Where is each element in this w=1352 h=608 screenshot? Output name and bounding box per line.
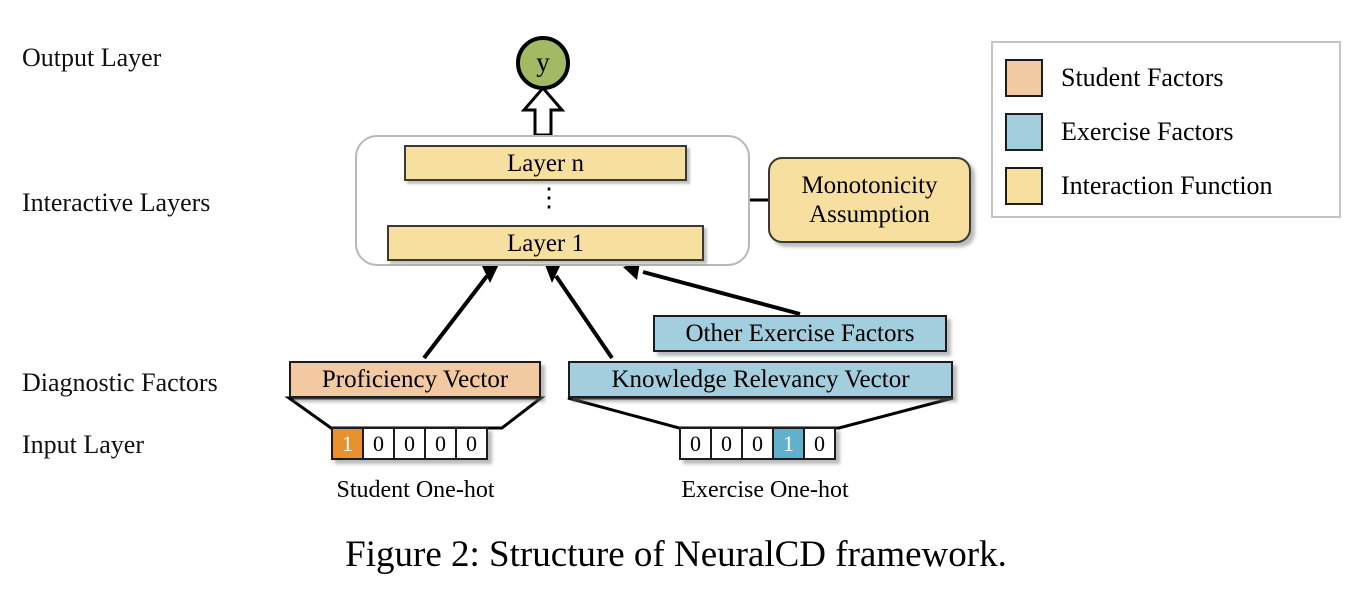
proficiency-vector-label: Proficiency Vector xyxy=(321,366,509,393)
onehot-cell: 0 xyxy=(362,427,395,460)
layer-n-label: Layer n xyxy=(506,149,585,177)
knowledge-relevancy-vector-label: Knowledge Relevancy Vector xyxy=(611,366,910,393)
exercise-onehot-caption: Exercise One-hot xyxy=(681,477,849,503)
monotonicity-line-2: Assumption xyxy=(809,201,930,228)
student-onehot-vector: 1 0 0 0 0 xyxy=(331,427,488,460)
legend-item-student-factors: Student Factors xyxy=(1005,51,1339,105)
row-label-input-layer: Input Layer xyxy=(22,430,145,459)
row-label-interactive-layers: Interactive Layers xyxy=(22,188,211,217)
legend-swatch-interaction-function xyxy=(1005,167,1043,205)
knowledge-relevancy-vector-box: Knowledge Relevancy Vector xyxy=(568,361,953,398)
layers-vertical-ellipsis: ⋮ xyxy=(536,183,562,212)
onehot-cell: 0 xyxy=(424,427,457,460)
onehot-cell: 0 xyxy=(803,427,836,460)
onehot-cell: 0 xyxy=(741,427,774,460)
onehot-cell: 0 xyxy=(455,427,488,460)
legend-label-student-factors: Student Factors xyxy=(1061,63,1224,92)
block-arrow-to-output xyxy=(520,85,566,137)
proficiency-vector-box: Proficiency Vector xyxy=(289,361,541,398)
legend-label-interaction-function: Interaction Function xyxy=(1061,171,1273,200)
onehot-cell: 1 xyxy=(772,427,805,460)
legend-swatch-exercise-factors xyxy=(1005,113,1043,151)
output-node-label: y xyxy=(536,46,550,77)
other-exercise-factors-box: Other Exercise Factors xyxy=(653,315,947,352)
monotonicity-line-1: Monotonicity xyxy=(801,171,938,199)
onehot-cell: 0 xyxy=(679,427,712,460)
arrow-proficiency-to-layers xyxy=(422,262,500,360)
row-label-diagnostic-factors: Diagnostic Factors xyxy=(22,368,218,397)
monotonicity-assumption-box: Monotonicity Assumption xyxy=(768,157,971,243)
student-onehot-caption: Student One-hot xyxy=(336,477,495,503)
funnel-exercise xyxy=(567,396,954,430)
layer-1-box: Layer 1 xyxy=(387,225,704,261)
legend-item-interaction-function: Interaction Function xyxy=(1005,159,1339,213)
figure-caption: Figure 2: Structure of NeuralCD framewor… xyxy=(345,534,1007,575)
arrow-knowledge-to-layers xyxy=(544,262,614,360)
other-exercise-factors-label: Other Exercise Factors xyxy=(685,320,915,347)
legend-label-exercise-factors: Exercise Factors xyxy=(1061,117,1234,146)
layer-1-label: Layer 1 xyxy=(506,229,585,257)
legend-swatch-student-factors xyxy=(1005,59,1043,97)
onehot-cell: 0 xyxy=(710,427,743,460)
legend-item-exercise-factors: Exercise Factors xyxy=(1005,105,1339,159)
exercise-onehot-vector: 0 0 0 1 0 xyxy=(679,427,836,460)
layer-n-box: Layer n xyxy=(404,145,687,181)
onehot-cell: 0 xyxy=(393,427,426,460)
row-label-output-layer: Output Layer xyxy=(22,43,162,72)
legend-box: Student Factors Exercise Factors Interac… xyxy=(991,41,1341,218)
funnel-student xyxy=(284,396,546,430)
output-node-y: y xyxy=(516,36,570,90)
arrow-other-exercise-to-layers xyxy=(623,262,801,316)
onehot-cell: 1 xyxy=(331,427,364,460)
